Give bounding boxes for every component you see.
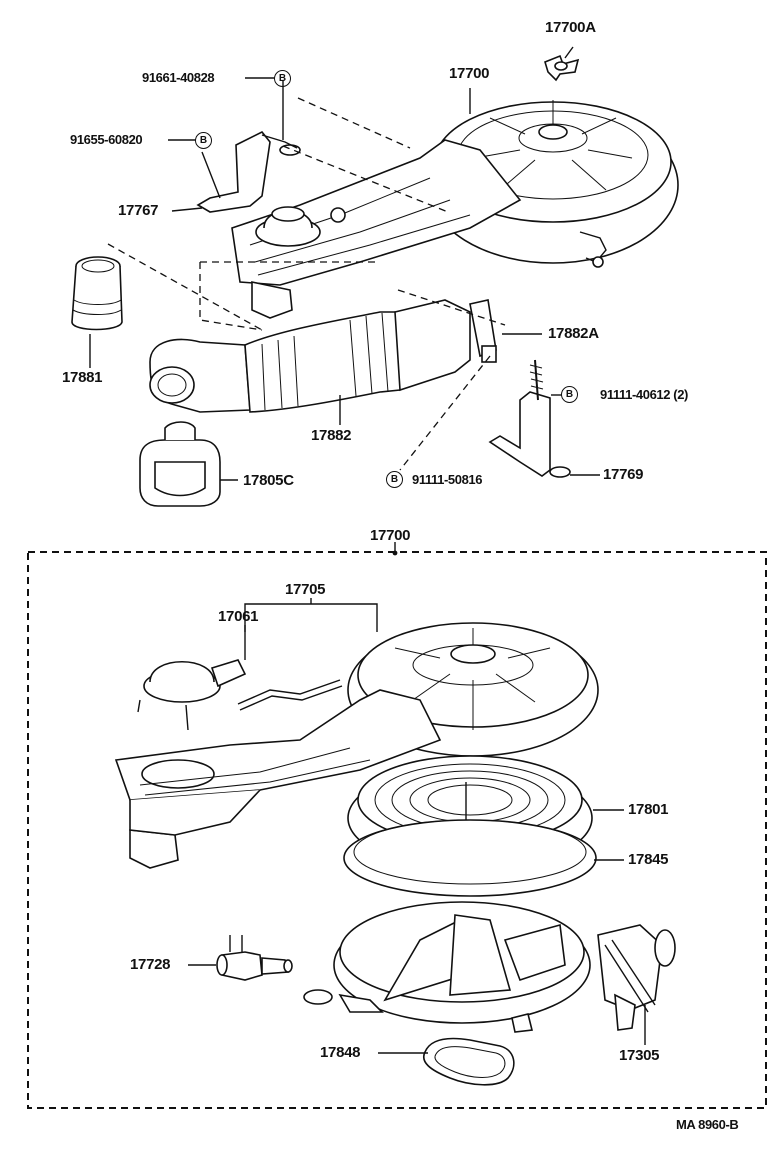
- label-17767: 17767: [118, 202, 159, 219]
- bolt-marker-icon: B: [386, 471, 403, 488]
- label-17061: 17061: [218, 608, 259, 625]
- label-17305: 17305: [619, 1047, 660, 1064]
- bolt-marker-icon: B: [195, 132, 212, 149]
- bolt-marker-icon: B: [561, 386, 578, 403]
- label-17728: 17728: [130, 956, 171, 973]
- label-17805C: 17805C: [243, 472, 294, 489]
- label-17700A: 17700A: [545, 19, 596, 36]
- sensor-17728: [188, 935, 293, 981]
- label-17705: 17705: [285, 581, 326, 598]
- bolt-marker-icon: B: [274, 70, 291, 87]
- wing-nut-17700A: [544, 46, 580, 82]
- label-17769: 17769: [603, 466, 644, 483]
- air-cleaner-housing-top: [231, 100, 679, 319]
- label-17881: 17881: [62, 369, 103, 386]
- diagram-code: MA 8960-B: [676, 1117, 739, 1132]
- bracket-17767: [171, 80, 301, 213]
- label-17882: 17882: [311, 427, 352, 444]
- intake-hose-17882: [149, 299, 471, 425]
- hose-17881: [71, 256, 123, 368]
- assembly-box: [27, 542, 767, 1109]
- gasket-17845: [343, 819, 624, 897]
- label-17848: 17848: [320, 1044, 361, 1061]
- label-17801: 17801: [628, 801, 669, 818]
- bracket-17769: [488, 359, 600, 478]
- label-17700-box: 17700: [370, 527, 411, 544]
- label-91661-40828: 91661-40828: [142, 70, 215, 85]
- thermo-valve-17305: [597, 924, 676, 1045]
- air-cleaner-case-lower: [303, 901, 591, 1033]
- label-91111-50816: 91111-50816: [412, 472, 483, 487]
- gasket-17848: [378, 1037, 515, 1086]
- damper-17805C: [139, 421, 238, 507]
- label-17700-top: 17700: [449, 65, 490, 82]
- label-91655-60820: 91655-60820: [70, 132, 143, 147]
- label-17882A: 17882A: [548, 325, 599, 342]
- air-cleaner-cover-17705: [114, 622, 599, 869]
- label-17845: 17845: [628, 851, 669, 868]
- clamp-17882A: [469, 299, 542, 363]
- label-91111-40612: 91111-40612 (2): [600, 387, 688, 402]
